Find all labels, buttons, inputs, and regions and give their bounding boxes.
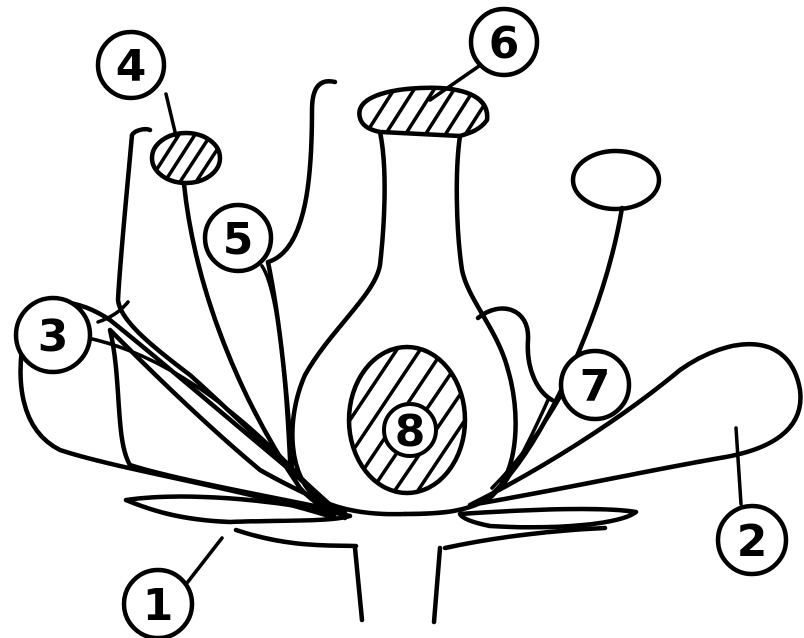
svg-text:6: 6 [489, 18, 520, 69]
svg-text:4: 4 [116, 41, 147, 92]
petal-right [470, 344, 800, 505]
label-2: 2 [718, 506, 786, 574]
label-4: 4 [98, 32, 164, 98]
svg-text:8: 8 [395, 406, 426, 457]
label-3: 3 [16, 298, 90, 372]
leader-lines [88, 64, 741, 583]
stamen-left [150, 130, 345, 514]
svg-text:3: 3 [38, 311, 69, 362]
svg-text:2: 2 [737, 516, 768, 567]
label-6: 6 [471, 9, 537, 75]
label-8: 8 [384, 404, 436, 457]
petal-inner-tall [268, 81, 335, 470]
petal-left-back [118, 129, 345, 518]
svg-text:5: 5 [223, 214, 254, 265]
svg-text:7: 7 [580, 361, 611, 412]
sepal-right [460, 509, 636, 527]
label-7: 7 [561, 351, 629, 419]
label-1: 1 [124, 570, 192, 638]
label-5: 5 [205, 205, 271, 271]
svg-text:1: 1 [143, 580, 174, 631]
stem [236, 528, 605, 622]
